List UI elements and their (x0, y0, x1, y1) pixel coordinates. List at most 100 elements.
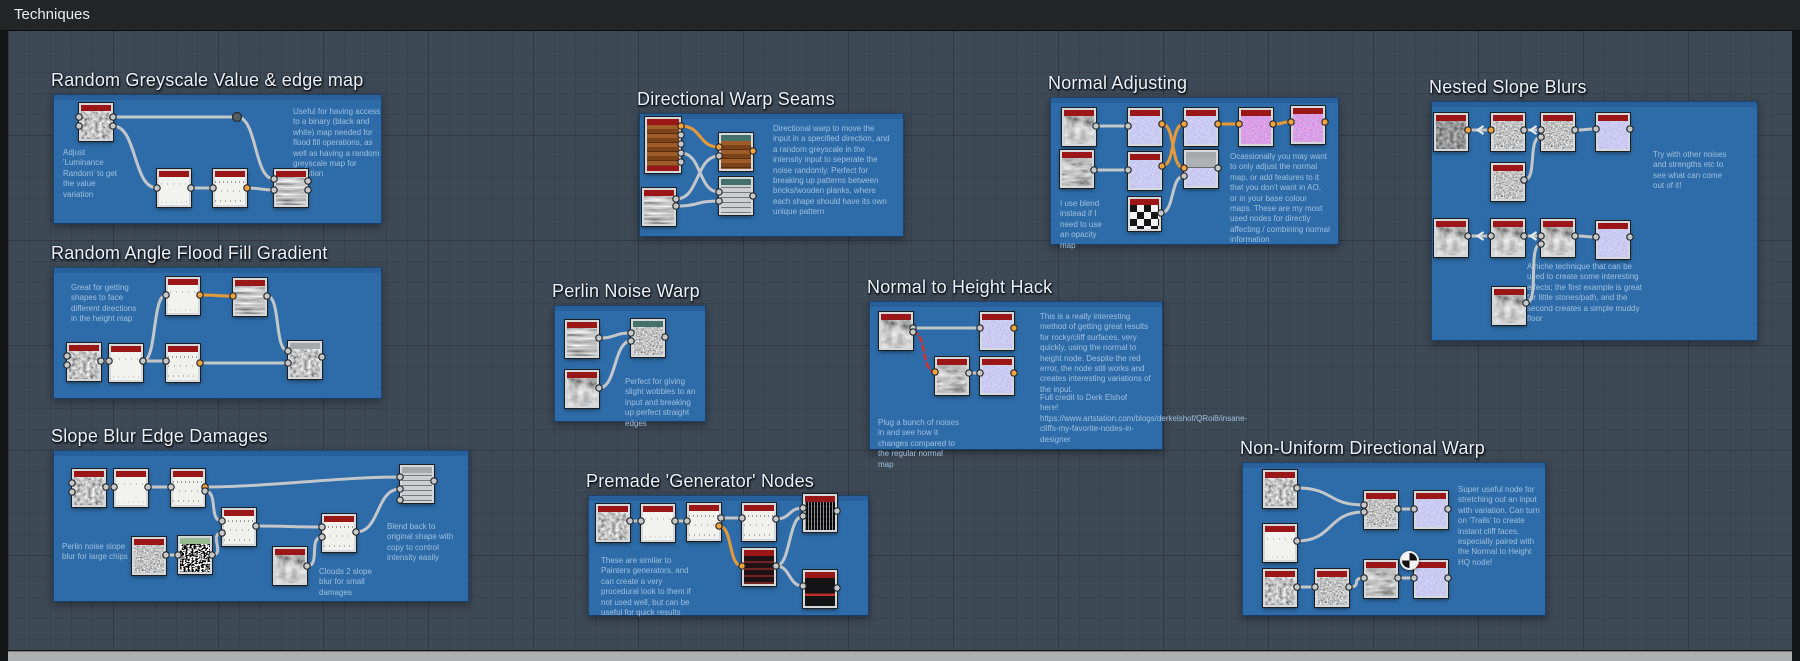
connector-dot[interactable] (68, 488, 76, 496)
frame-title[interactable]: Slope Blur Edge Damages (51, 426, 268, 446)
graph-node[interactable] (1059, 149, 1095, 189)
connector-dot[interactable] (595, 384, 603, 392)
graph-node[interactable] (640, 503, 676, 543)
connector-dot[interactable] (304, 177, 312, 185)
connector-dot[interactable] (1092, 122, 1100, 130)
connector-dot[interactable] (833, 507, 841, 515)
graph-node[interactable] (979, 356, 1015, 396)
graph-node[interactable] (1433, 112, 1469, 152)
graph-node[interactable] (1262, 568, 1298, 608)
connector-dot[interactable] (153, 184, 161, 192)
graph-node[interactable] (741, 547, 777, 587)
graph-node[interactable] (595, 503, 631, 543)
connector-dot[interactable] (626, 517, 634, 525)
graph-node[interactable] (399, 464, 435, 504)
graph-node[interactable] (1314, 568, 1350, 608)
frame-title[interactable]: Premade 'Generator' Nodes (586, 471, 814, 491)
connector-dot[interactable] (1158, 120, 1166, 128)
connector-dot[interactable] (1394, 574, 1402, 582)
graph-node[interactable] (802, 569, 838, 609)
connector-dot[interactable] (68, 479, 76, 487)
connector-dot[interactable] (208, 551, 216, 559)
connector-dot[interactable] (749, 192, 757, 200)
connector-dot[interactable] (196, 359, 204, 367)
connector-dot[interactable] (1180, 172, 1188, 180)
frame-title[interactable]: Random Greyscale Value & edge map (51, 70, 364, 90)
connector-dot[interactable] (1214, 164, 1222, 172)
graph-node[interactable] (1127, 151, 1163, 191)
connector-dot[interactable] (715, 197, 723, 205)
graph-node[interactable] (165, 276, 201, 316)
connector-dot[interactable] (109, 113, 117, 121)
connector-dot[interactable] (717, 514, 725, 522)
frame-nested-slope-blurs[interactable] (1431, 101, 1758, 341)
connector-dot[interactable] (1444, 574, 1452, 582)
connector-dot[interactable] (671, 517, 679, 525)
connector-dot[interactable] (1487, 126, 1495, 134)
connector-dot[interactable] (270, 175, 278, 183)
graph-node[interactable] (1490, 112, 1526, 152)
connector-dot[interactable] (715, 152, 723, 160)
graph-node[interactable] (212, 168, 248, 208)
graph-node[interactable] (979, 311, 1015, 351)
graph-node[interactable] (1413, 559, 1449, 599)
connector-dot[interactable] (1124, 122, 1132, 130)
connector-dot[interactable] (1360, 574, 1368, 582)
graph-node[interactable] (1061, 107, 1097, 147)
connector-dot[interactable] (1090, 166, 1098, 174)
connector-dot[interactable] (109, 122, 117, 130)
graph-node[interactable] (131, 536, 167, 576)
connector-dot[interactable] (672, 202, 680, 210)
connector-dot[interactable] (772, 562, 780, 570)
connector-dot[interactable] (218, 517, 226, 525)
frame-title[interactable]: Non-Uniform Directional Warp (1240, 438, 1485, 458)
connector-dot[interactable] (167, 483, 175, 491)
connector-dot[interactable] (1293, 537, 1301, 545)
graph-node[interactable] (741, 502, 777, 542)
connector-dot[interactable] (218, 529, 226, 537)
connector-dot[interactable] (677, 158, 685, 166)
graph-node[interactable] (170, 468, 206, 508)
connector-dot[interactable] (672, 195, 680, 203)
connector-dot[interactable] (1522, 299, 1530, 307)
connector-dot[interactable] (97, 357, 105, 365)
connector-dot[interactable] (1464, 126, 1472, 134)
connector-dot[interactable] (677, 122, 685, 130)
connector-dot[interactable] (1537, 232, 1545, 240)
connector-dot[interactable] (102, 483, 110, 491)
connector-dot[interactable] (965, 369, 973, 377)
graph-node[interactable] (564, 319, 600, 359)
graph-node[interactable] (287, 340, 323, 380)
graph-node[interactable] (686, 502, 722, 542)
graph-node[interactable] (641, 187, 677, 227)
connector-dot[interactable] (75, 122, 83, 130)
connector-dot[interactable] (63, 352, 71, 360)
connector-dot[interactable] (677, 140, 685, 148)
graph-node[interactable] (108, 343, 144, 383)
connector-dot[interactable] (595, 334, 603, 342)
connector-dot[interactable] (201, 487, 209, 495)
connector-dot[interactable] (1124, 166, 1132, 174)
frame-title[interactable]: Directional Warp Seams (637, 89, 835, 109)
connector-dot[interactable] (1360, 501, 1368, 509)
graph-node[interactable] (1540, 218, 1576, 258)
connector-dot[interactable] (677, 131, 685, 139)
connector-dot[interactable] (396, 485, 404, 493)
graph-node[interactable] (165, 343, 201, 383)
graph-node[interactable] (718, 176, 754, 216)
connector-dot[interactable] (1293, 484, 1301, 492)
connector-dot[interactable] (162, 357, 170, 365)
connector-dot[interactable] (1464, 232, 1472, 240)
graph-node[interactable] (1262, 523, 1298, 563)
connector-dot[interactable] (1537, 240, 1545, 248)
graph-node[interactable] (1490, 218, 1526, 258)
graph-node[interactable] (1363, 490, 1399, 530)
connector-dot[interactable] (1394, 505, 1402, 513)
connector-dot[interactable] (263, 292, 271, 300)
connector-dot[interactable] (144, 483, 152, 491)
frame-title[interactable]: Normal Adjusting (1048, 73, 1188, 93)
connector-dot[interactable] (738, 562, 746, 570)
connector-dot[interactable] (1410, 505, 1418, 513)
connector-dot[interactable] (738, 514, 746, 522)
graph-node[interactable] (630, 318, 666, 358)
